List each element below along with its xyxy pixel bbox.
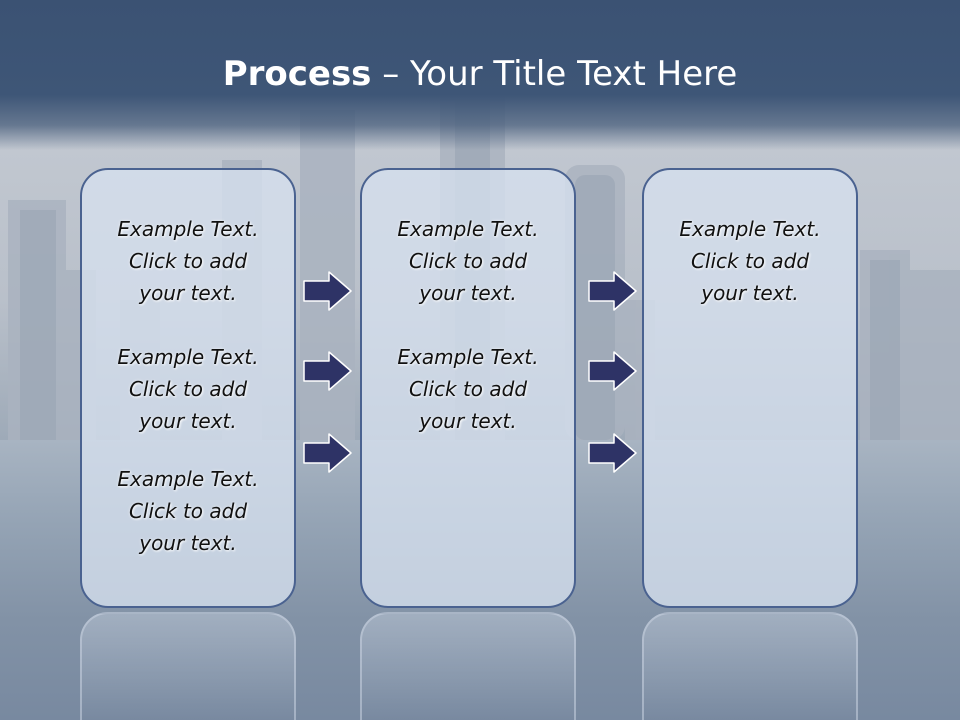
right-arrow-icon bbox=[588, 433, 637, 473]
text-line: Click to add bbox=[408, 377, 528, 401]
text-line: your text. bbox=[419, 281, 517, 305]
slide-title[interactable]: Process – Your Title Text Here bbox=[0, 52, 960, 96]
text-line: Example Text. bbox=[397, 217, 539, 241]
text-line: Example Text. bbox=[117, 345, 259, 369]
box-reflection bbox=[360, 612, 576, 720]
text-line: your text. bbox=[139, 531, 237, 555]
text-line: Example Text. bbox=[397, 345, 539, 369]
text-line: Example Text. bbox=[117, 467, 259, 491]
text-line: Click to add bbox=[128, 249, 248, 273]
text-line: your text. bbox=[701, 281, 799, 305]
process-step-box-2[interactable]: Example Text. Click to add your text. Ex… bbox=[360, 168, 576, 608]
text-placeholder[interactable]: Example Text. Click to add your text. bbox=[82, 463, 294, 559]
right-arrow-icon bbox=[303, 271, 352, 311]
right-arrow-icon bbox=[588, 351, 637, 391]
text-placeholder[interactable]: Example Text. Click to add your text. bbox=[362, 341, 574, 437]
text-line: Example Text. bbox=[117, 217, 259, 241]
right-arrow-icon bbox=[588, 271, 637, 311]
right-arrow-icon bbox=[303, 433, 352, 473]
text-placeholder[interactable]: Example Text. Click to add your text. bbox=[362, 213, 574, 309]
text-placeholder[interactable]: Example Text. Click to add your text. bbox=[644, 213, 856, 309]
text-line: your text. bbox=[139, 281, 237, 305]
text-line: your text. bbox=[139, 409, 237, 433]
text-placeholder[interactable]: Example Text. Click to add your text. bbox=[82, 213, 294, 309]
text-line: Click to add bbox=[408, 249, 528, 273]
title-bold: Process bbox=[222, 54, 372, 94]
text-line: your text. bbox=[419, 409, 517, 433]
text-line: Click to add bbox=[128, 377, 248, 401]
text-line: Example Text. bbox=[679, 217, 821, 241]
text-line: Click to add bbox=[128, 499, 248, 523]
box-reflection bbox=[642, 612, 858, 720]
process-step-box-1[interactable]: Example Text. Click to add your text. Ex… bbox=[80, 168, 296, 608]
text-placeholder[interactable]: Example Text. Click to add your text. bbox=[82, 341, 294, 437]
title-bar bbox=[0, 0, 960, 150]
title-rest: – Your Title Text Here bbox=[371, 54, 738, 94]
box-reflection bbox=[80, 612, 296, 720]
right-arrow-icon bbox=[303, 351, 352, 391]
text-line: Click to add bbox=[690, 249, 810, 273]
process-step-box-3[interactable]: Example Text. Click to add your text. bbox=[642, 168, 858, 608]
